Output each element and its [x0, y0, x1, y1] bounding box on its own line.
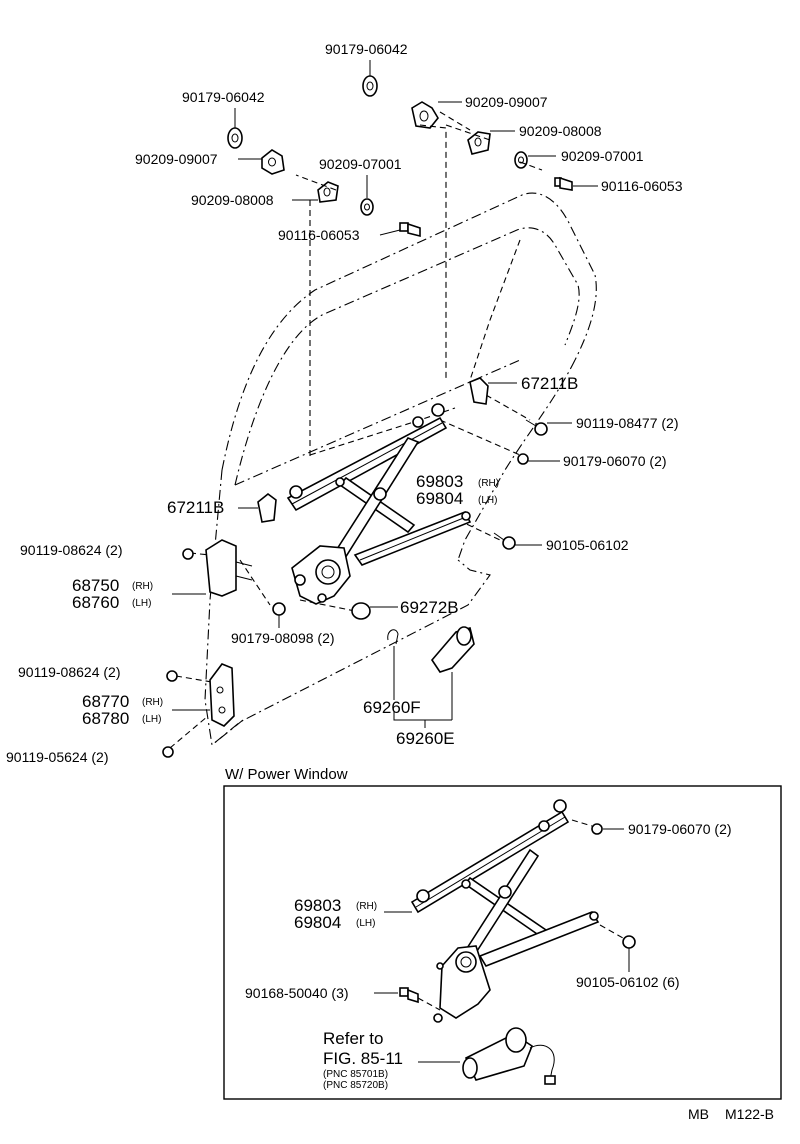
- label-90116-06053-right: 90116-06053: [601, 178, 683, 194]
- label-90116-06053-left: 90116-06053: [278, 227, 360, 243]
- window-regulator-manual: [286, 403, 472, 605]
- label-69803-rh: (RH): [478, 478, 499, 489]
- label-90209-07001-left: 90209-07001: [319, 156, 402, 172]
- part-67211b-right: [469, 377, 517, 405]
- label-68760-lh: (LH): [132, 598, 151, 609]
- window-regulator-power: [410, 799, 600, 1023]
- pw-label-69803: 69803: [294, 896, 341, 915]
- part-90209-08008-left: [292, 181, 339, 203]
- label-69803: 69803: [416, 472, 463, 491]
- label-90179-06042-left: 90179-06042: [182, 89, 265, 105]
- label-69804-lh: (LH): [478, 495, 497, 506]
- part-90105-06102: [493, 532, 542, 550]
- label-68750-rh: (RH): [132, 581, 153, 592]
- guide-lines: [169, 111, 543, 749]
- label-69804: 69804: [416, 489, 463, 508]
- label-90119-08624-a: 90119-08624 (2): [20, 542, 122, 558]
- pw-label-69804: 69804: [294, 913, 341, 932]
- label-90209-09007-left: 90209-09007: [135, 151, 218, 167]
- label-90209-07001-right: 90209-07001: [561, 148, 644, 164]
- pw-label-69803-rh: (RH): [356, 901, 377, 912]
- label-67211b-left: 67211B: [167, 498, 224, 517]
- labels-main: 90179-06042 90179-06042 90209-09007 9020…: [6, 41, 683, 765]
- pw-label-90105-06102: 90105-06102 (6): [576, 974, 680, 990]
- pw-label-90179-06070: 90179-06070 (2): [628, 821, 732, 837]
- pw-part-90168-50040: [374, 987, 441, 1011]
- part-68750-hinge-upper: [172, 539, 253, 597]
- pw-motor: [418, 1027, 556, 1085]
- pw-refer-line2: FIG. 85-11: [323, 1049, 403, 1068]
- pw-refer-line1: Refer to: [323, 1029, 383, 1048]
- label-90119-08477: 90119-08477 (2): [576, 415, 678, 431]
- part-69272b: [351, 602, 398, 620]
- label-90209-09007-right: 90209-09007: [465, 94, 548, 110]
- label-90105-06102: 90105-06102: [546, 537, 629, 553]
- label-68770-rh: (RH): [142, 697, 163, 708]
- label-68770: 68770: [82, 692, 129, 711]
- part-90116-06053-right: [554, 176, 598, 191]
- pw-pnc-2: (PNC 85720B): [323, 1080, 388, 1091]
- part-90209-07001-right: [514, 151, 556, 169]
- part-69260f-clip: [387, 629, 399, 700]
- label-69260f: 69260F: [363, 698, 421, 717]
- footer-code-right: M122-B: [725, 1106, 774, 1122]
- label-90179-06042-top: 90179-06042: [325, 41, 408, 57]
- label-90209-08008-left: 90209-08008: [191, 192, 274, 208]
- label-90119-08624-b: 90119-08624 (2): [18, 664, 120, 680]
- label-68760: 68760: [72, 593, 119, 612]
- part-90179-08098: [272, 602, 286, 628]
- pw-label-69804-lh: (LH): [356, 918, 375, 929]
- footer-code-left: MB: [688, 1106, 709, 1122]
- power-window-section: W/ Power Window: [223, 766, 782, 1100]
- label-69272b: 69272B: [400, 598, 459, 617]
- label-90119-05624: 90119-05624 (2): [6, 749, 108, 765]
- pw-part-90105-06102: [599, 924, 636, 972]
- part-90209-09007-left: [238, 149, 285, 175]
- label-68780: 68780: [82, 709, 129, 728]
- label-90179-08098: 90179-08098 (2): [231, 630, 335, 646]
- part-90119-08477: [525, 419, 572, 436]
- label-90209-08008-right: 90209-08008: [519, 123, 602, 139]
- label-67211b-right: 67211B: [521, 374, 578, 393]
- part-90179-06042-left: [227, 108, 243, 149]
- label-68780-lh: (LH): [142, 714, 161, 725]
- label-90179-06070: 90179-06070 (2): [563, 453, 667, 469]
- power-window-frame: [223, 785, 782, 1100]
- part-90116-06053-left: [379, 222, 421, 238]
- part-90209-08008-right: [467, 130, 515, 155]
- power-window-title: W/ Power Window: [225, 766, 348, 783]
- label-69260e: 69260E: [396, 729, 455, 748]
- part-90179-06070: [517, 453, 560, 465]
- part-69260e-handle: [393, 626, 475, 728]
- part-90209-07001-left: [360, 175, 374, 216]
- part-68770-hinge-lower: [162, 663, 235, 758]
- part-67211b-left: [238, 492, 277, 523]
- pw-label-90168-50040: 90168-50040 (3): [245, 985, 349, 1001]
- label-68750: 68750: [72, 576, 119, 595]
- part-90179-06042-top: [362, 60, 378, 97]
- part-90209-09007-right: [411, 101, 462, 129]
- pw-pnc-1: (PNC 85701B): [323, 1069, 388, 1080]
- pw-part-90179-06070: [571, 819, 624, 835]
